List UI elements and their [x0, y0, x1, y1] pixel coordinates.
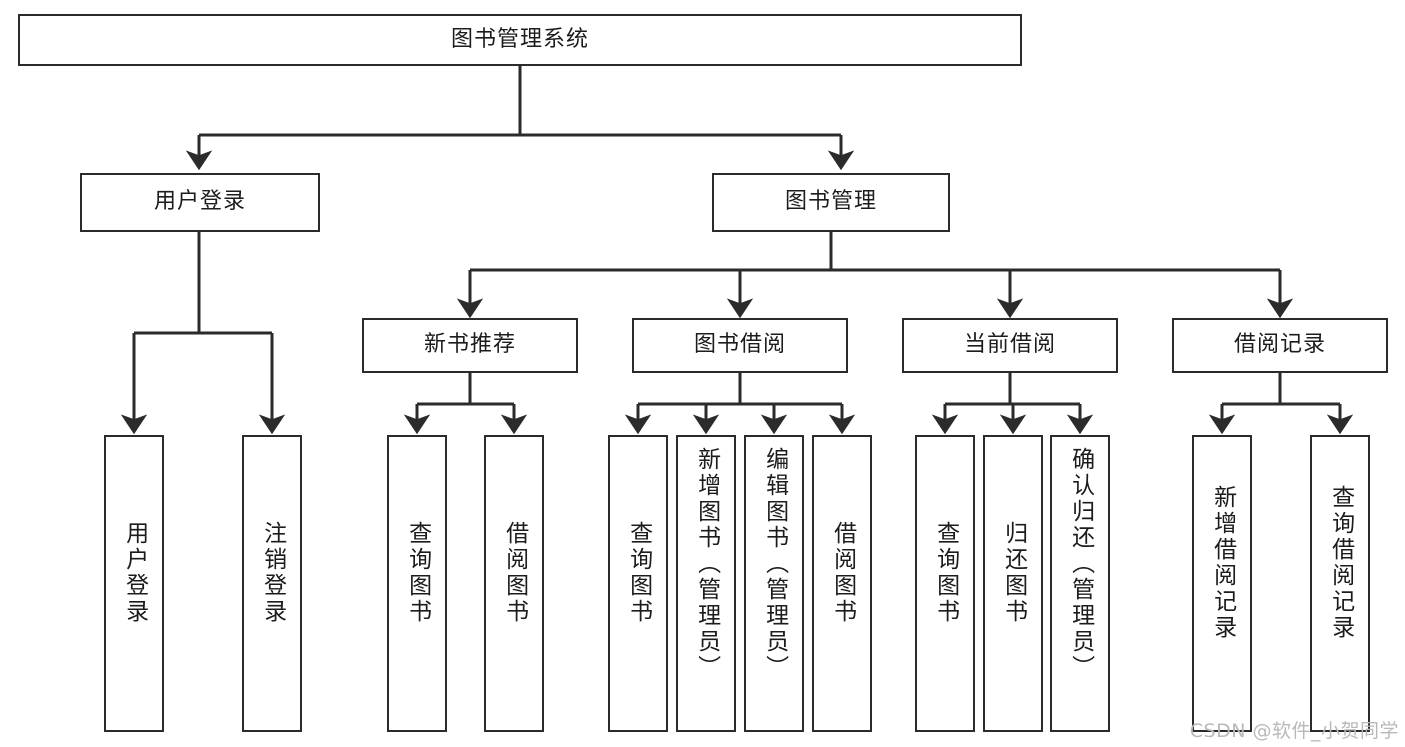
node-label: 新增借阅记录: [1209, 485, 1236, 641]
leaf-current-borrow-query-book[interactable]: 查询图书: [915, 435, 975, 732]
node-label: 图书管理系统: [450, 26, 589, 52]
leaf-book-borrow-add-book-admin[interactable]: 新增图书（管理员）: [676, 435, 736, 732]
leaf-book-borrow-borrow-book[interactable]: 借阅图书: [812, 435, 872, 732]
leaf-current-borrow-return-book[interactable]: 归还图书: [983, 435, 1043, 732]
leaf-borrow-record-add-record[interactable]: 新增借阅记录: [1192, 435, 1252, 732]
leaf-book-borrow-edit-book-admin[interactable]: 编辑图书（管理员）: [744, 435, 804, 732]
node-label: 确认归还（管理员）: [1067, 447, 1094, 681]
leaf-user-login-logout[interactable]: 注销登录: [242, 435, 302, 732]
node-label: 用户登录: [153, 189, 246, 215]
node-label: 用户登录: [121, 521, 148, 625]
watermark-text: CSDN @软件_小贺同学: [1189, 720, 1399, 742]
node-label: 归还图书: [1000, 521, 1027, 625]
node-new-book-recommend[interactable]: 新书推荐: [362, 318, 578, 373]
node-user-login[interactable]: 用户登录: [80, 173, 320, 232]
node-label: 查询借阅记录: [1327, 485, 1354, 641]
node-label: 借阅图书: [829, 521, 856, 625]
node-label: 查询图书: [404, 521, 431, 625]
node-label: 编辑图书（管理员）: [761, 447, 788, 681]
leaf-user-login-login[interactable]: 用户登录: [104, 435, 164, 732]
node-book-management[interactable]: 图书管理: [712, 173, 950, 232]
node-current-borrow[interactable]: 当前借阅: [902, 318, 1118, 373]
node-label: 新增图书（管理员）: [693, 447, 720, 681]
leaf-borrow-record-query-record[interactable]: 查询借阅记录: [1310, 435, 1370, 732]
node-label: 当前借阅: [963, 332, 1056, 358]
node-book-borrow[interactable]: 图书借阅: [632, 318, 848, 373]
leaf-book-borrow-query-book[interactable]: 查询图书: [608, 435, 668, 732]
node-label: 图书管理: [784, 189, 877, 215]
node-label: 借阅图书: [501, 521, 528, 625]
node-label: 查询图书: [932, 521, 959, 625]
node-root-book-management-system[interactable]: 图书管理系统: [18, 14, 1022, 66]
node-label: 注销登录: [259, 521, 286, 625]
node-label: 新书推荐: [423, 332, 516, 358]
leaf-new-book-borrow-book[interactable]: 借阅图书: [484, 435, 544, 732]
node-label: 借阅记录: [1233, 332, 1326, 358]
leaf-new-book-query-book[interactable]: 查询图书: [387, 435, 447, 732]
node-label: 查询图书: [625, 521, 652, 625]
leaf-current-borrow-confirm-return-admin[interactable]: 确认归还（管理员）: [1050, 435, 1110, 732]
node-borrow-record[interactable]: 借阅记录: [1172, 318, 1388, 373]
node-label: 图书借阅: [693, 332, 786, 358]
